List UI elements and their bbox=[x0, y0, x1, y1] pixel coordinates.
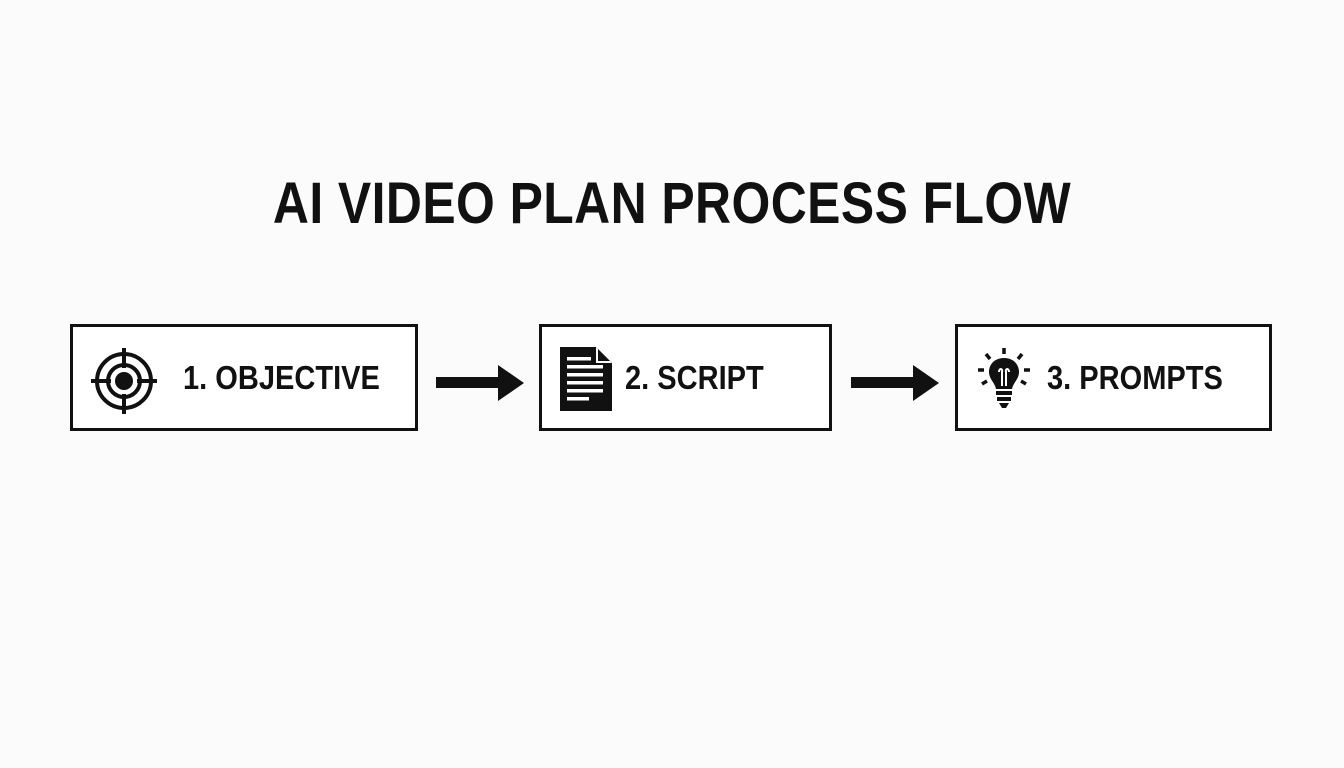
step-label-script: 2. SCRIPT bbox=[625, 359, 764, 396]
step-box-objective: 1. OBJECTIVE bbox=[70, 324, 418, 431]
step-box-prompts: 3. PROMPTS bbox=[955, 324, 1272, 431]
target-icon bbox=[91, 348, 157, 414]
step-label-objective: 1. OBJECTIVE bbox=[183, 359, 380, 396]
arrow-right-icon bbox=[851, 365, 939, 401]
step-box-script: 2. SCRIPT bbox=[539, 324, 832, 431]
diagram-title: AI VIDEO PLAN PROCESS FLOW bbox=[272, 171, 1072, 236]
step-label-prompts: 3. PROMPTS bbox=[1047, 359, 1223, 396]
arrow-right-icon bbox=[436, 365, 524, 401]
lightbulb-icon bbox=[978, 348, 1030, 408]
document-icon bbox=[560, 347, 612, 411]
